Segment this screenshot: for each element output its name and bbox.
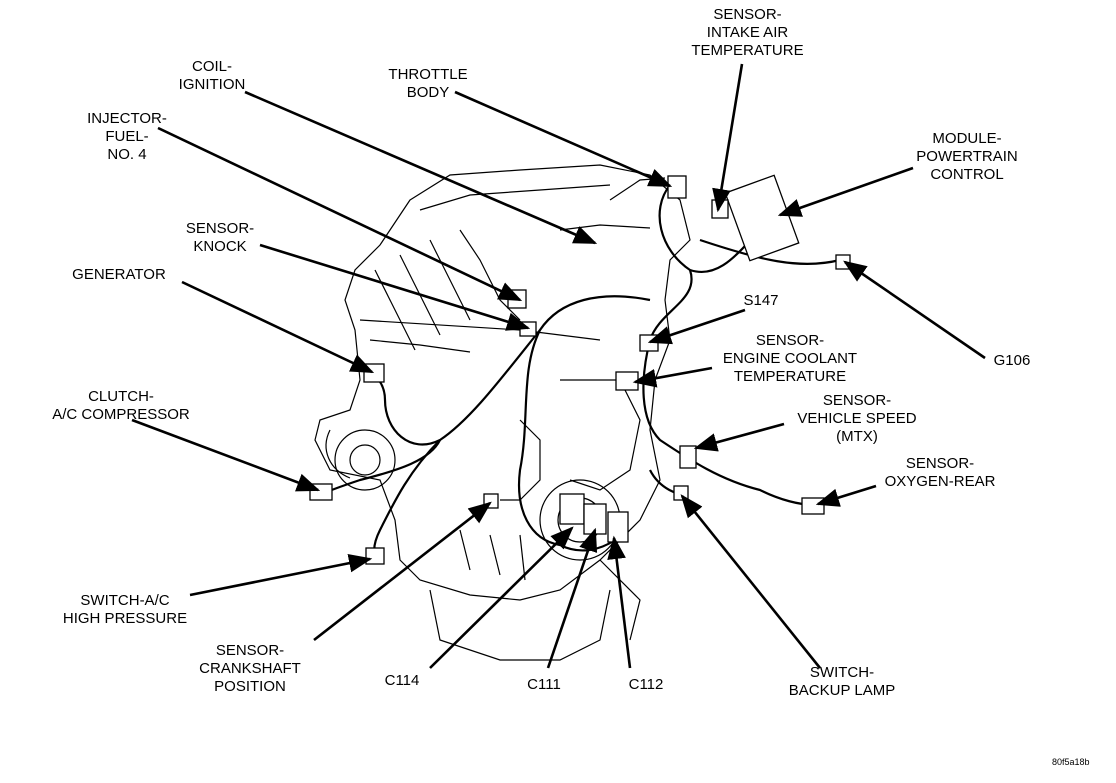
leader-vehicle-speed <box>693 422 785 452</box>
label-generator: GENERATOR <box>72 266 166 283</box>
label-sensor-vehicle-speed: SENSOR- VEHICLE SPEED (MTX) <box>797 392 917 445</box>
leader-generator <box>181 280 375 374</box>
leader-ac-high-pressure <box>189 553 373 597</box>
label-sensor-oxygen-rear: SENSOR- OXYGEN-REAR <box>884 455 996 490</box>
label-clutch-ac-compressor: CLUTCH- A/C COMPRESSOR <box>52 388 190 423</box>
label-injector-fuel-no4: INJECTOR- FUEL- NO. 4 <box>87 110 167 163</box>
label-c112: C112 <box>628 676 664 693</box>
leader-backup-lamp <box>680 494 822 669</box>
label-sensor-knock: SENSOR- KNOCK <box>185 220 255 255</box>
leader-g106 <box>843 260 986 360</box>
leader-lines <box>131 63 986 669</box>
leader-oxygen-rear <box>815 484 877 507</box>
label-c111: C111 <box>527 676 561 693</box>
leader-c112 <box>607 535 632 669</box>
label-switch-ac-high-pressure: SWITCH-A/C HIGH PRESSURE <box>62 592 188 627</box>
label-module-powertrain-control: MODULE- POWERTRAIN CONTROL <box>916 130 1018 183</box>
leader-c111 <box>546 527 598 669</box>
label-sensor-intake-air-temperature: SENSOR- INTAKE AIR TEMPERATURE <box>691 6 804 59</box>
leader-crankshaft <box>313 501 492 642</box>
leader-knock-sensor <box>259 243 531 331</box>
label-sensor-engine-coolant-temperature: SENSOR- ENGINE COOLANT TEMPERATURE <box>722 332 858 385</box>
leader-powertrain-module <box>777 166 914 217</box>
label-throttle-body: THROTTLE BODY <box>388 66 468 101</box>
leader-clutch-ac <box>131 418 321 492</box>
label-coil-ignition: COIL- IGNITION <box>178 58 246 93</box>
figure-code: 80f5a18b <box>1052 757 1090 767</box>
leader-injector <box>157 126 523 302</box>
leader-intake-air-temp <box>712 63 744 213</box>
leader-coil-ignition <box>244 90 598 245</box>
leader-s147 <box>647 308 746 345</box>
label-c114: C114 <box>384 672 420 689</box>
leader-coolant-temp <box>632 366 713 388</box>
label-switch-backup-lamp: SWITCH- BACKUP LAMP <box>788 664 896 699</box>
label-sensor-crankshaft-position: SENSOR- CRANKSHAFT POSITION <box>199 642 301 695</box>
wiring-harness <box>319 184 841 562</box>
leader-c114 <box>429 526 574 669</box>
label-s147: S147 <box>743 292 779 309</box>
label-g106: G106 <box>993 352 1031 369</box>
leader-throttle-body <box>454 90 673 188</box>
engine-block <box>314 164 691 661</box>
